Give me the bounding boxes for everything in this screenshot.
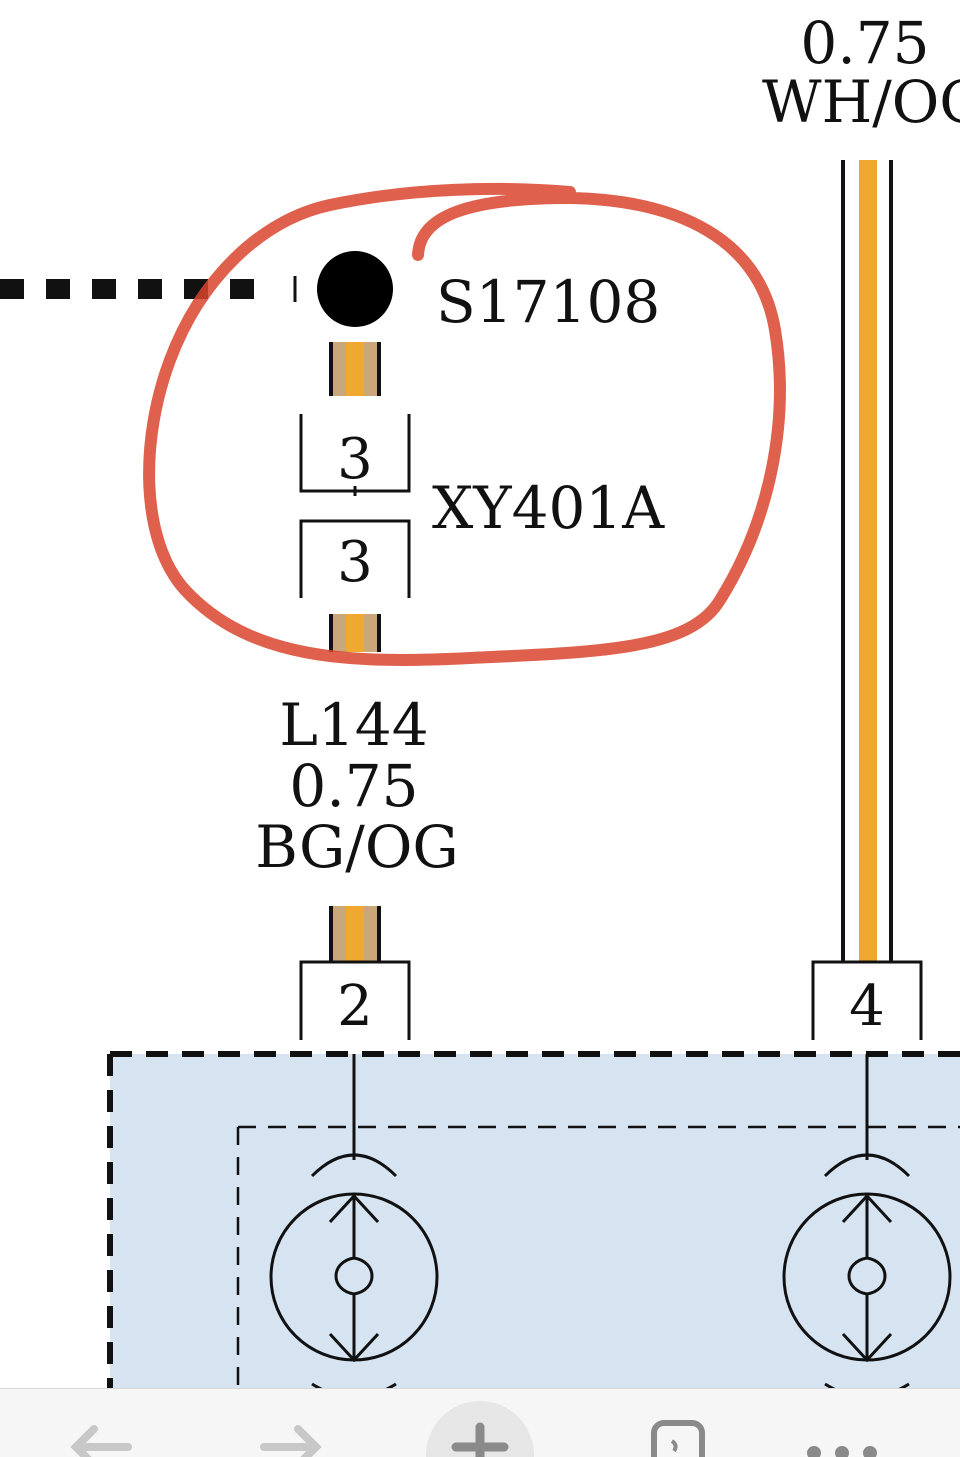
- wire-segment-middle: [329, 614, 381, 652]
- wire-right: [841, 160, 893, 962]
- module-pin-right: 4: [849, 974, 885, 1039]
- tab-switcher-icon: [651, 1420, 705, 1457]
- browser-bottom-toolbar: [0, 1388, 960, 1457]
- module-box: [110, 1054, 960, 1388]
- forward-arrow-icon: [260, 1425, 322, 1457]
- module-pin-right-housing: [811, 960, 923, 1040]
- new-tab-button[interactable]: [420, 1389, 540, 1457]
- bulb-symbol-right: [782, 1153, 952, 1388]
- splice-dot: [317, 251, 393, 327]
- left-wire-gauge: 0.75: [289, 752, 418, 820]
- left-wire-circuit: L144: [279, 691, 428, 759]
- back-button[interactable]: [40, 1389, 160, 1457]
- wiring-diagram: S17108 3 3 XY401A L144 0.75 BG/OG 2: [0, 9, 960, 1388]
- more-menu-icon: [807, 1446, 877, 1457]
- connector-lower-housing: [299, 519, 411, 598]
- connector-lower-pin: 3: [337, 530, 373, 595]
- bulb-symbol-left: [269, 1153, 439, 1388]
- connector-upper-pin: 3: [337, 427, 373, 492]
- module-pin-left: 2: [337, 974, 373, 1039]
- new-tab-plus-icon: [426, 1401, 534, 1457]
- wire-segment-lower: [329, 906, 381, 962]
- connector-label: XY401A: [432, 474, 665, 542]
- back-arrow-icon: [70, 1425, 132, 1457]
- more-menu-button[interactable]: [782, 1389, 902, 1457]
- forward-button[interactable]: [232, 1389, 352, 1457]
- left-wire-color: BG/OG: [255, 813, 458, 881]
- splice-label: S17108: [436, 268, 660, 336]
- module-pin-left-housing: [299, 960, 411, 1040]
- wire-segment-upper: [329, 342, 381, 396]
- red-annotation-circle: [143, 182, 786, 666]
- right-wire-color: WH/OG: [762, 68, 960, 136]
- right-wire-gauge: 0.75: [800, 9, 929, 77]
- tab-switcher-button[interactable]: [612, 1389, 732, 1457]
